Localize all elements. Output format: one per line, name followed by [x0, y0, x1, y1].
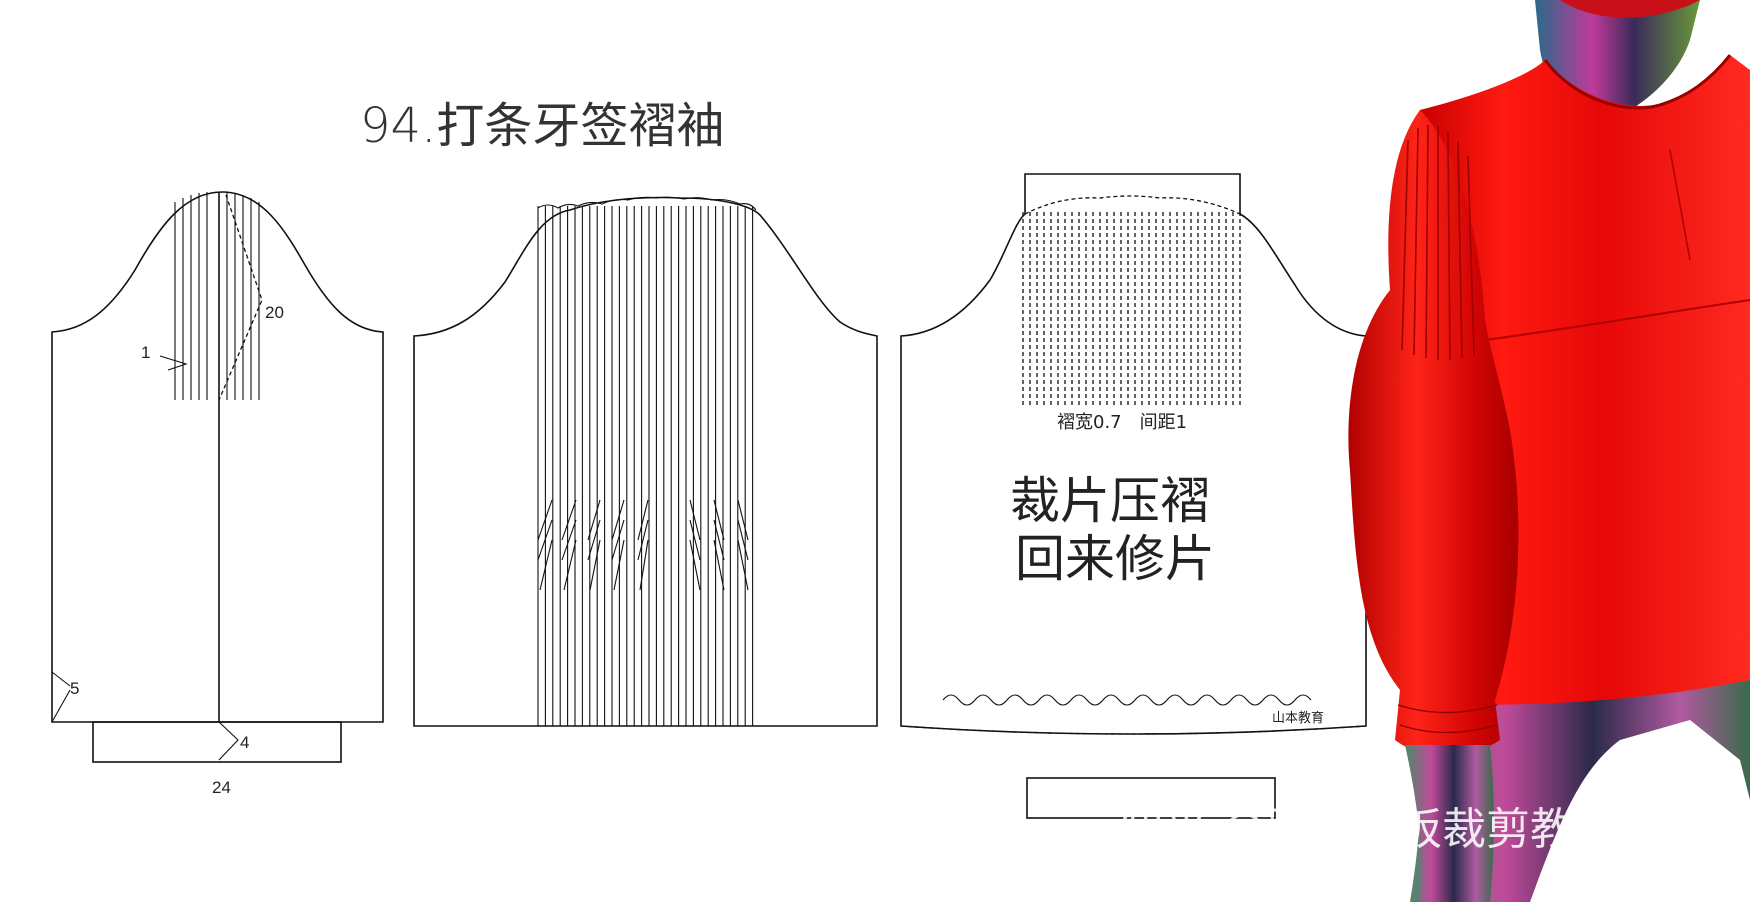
brand-stamp: 山本教育	[1272, 710, 1324, 726]
pleat-spec-note: 褶宽0.7 间距1	[1057, 412, 1187, 433]
label-pleat-width: 1	[141, 343, 150, 362]
pleat-lines-spread	[537, 206, 754, 726]
label-side-length: 5	[70, 679, 79, 698]
pleat-lines-original	[174, 192, 260, 400]
pressed-pleat-lines	[1022, 212, 1241, 406]
label-cuff-length: 24	[212, 778, 231, 797]
instruction-line-2: 回来修片	[1015, 530, 1215, 588]
diagram-title: 94.打条牙签褶袖	[360, 98, 724, 154]
watermark: 知乎 @服装打板裁剪教程	[1120, 804, 1618, 855]
instruction-line-1: 裁片压褶	[1010, 472, 1210, 530]
pleat-fold-marks	[537, 499, 749, 591]
sleeve-pattern-original	[51, 191, 384, 763]
label-dart-length: 20	[265, 303, 284, 322]
mannequin-illustration	[1348, 0, 1750, 902]
label-cuff-height: 4	[240, 733, 249, 752]
sleeve-pattern-spread	[413, 196, 878, 727]
sleeve-pattern-pressed	[900, 173, 1367, 819]
